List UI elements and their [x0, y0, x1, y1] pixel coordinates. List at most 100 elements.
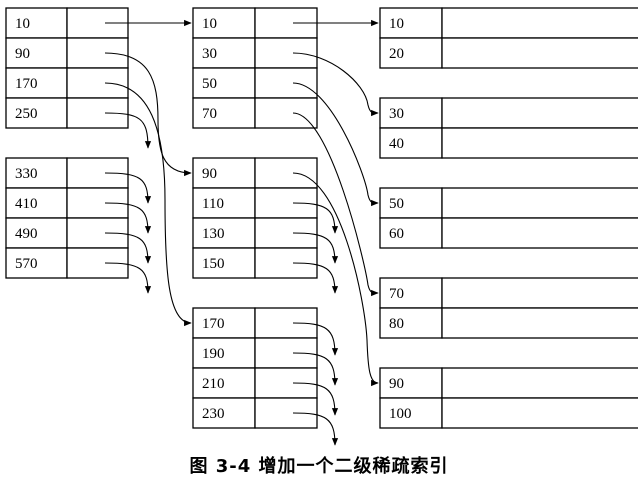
second-level-index-key-label: 250	[15, 106, 38, 122]
second-level-index-pointer-cell	[66, 67, 129, 99]
data-file-pointer-cell	[441, 307, 638, 339]
second-level-index-key-label: 170	[15, 76, 38, 92]
second-level-index-key-label: 410	[15, 196, 38, 212]
first-level-index-pointer-cell	[254, 337, 318, 369]
pointer-arrow	[292, 262, 339, 294]
first-level-index-row: 130	[192, 217, 318, 249]
data-file-key-cell	[379, 277, 443, 309]
data-file-pointer-cell	[441, 127, 638, 159]
first-level-index-pointer-cell	[254, 307, 318, 339]
pointer-arrow	[292, 202, 339, 234]
first-level-index-row: 150	[192, 247, 318, 279]
second-level-index-row: 10	[5, 7, 129, 39]
first-level-index-pointer-cell	[254, 217, 318, 249]
first-level-index-key-label: 70	[202, 106, 217, 122]
data-file-key-cell	[379, 367, 443, 399]
pointer-arrow	[292, 112, 379, 297]
data-file-pointer-cell	[441, 277, 638, 309]
first-level-index-key-label: 30	[202, 46, 217, 62]
second-level-index-key-label: 90	[15, 46, 30, 62]
first-level-index-key-cell	[192, 37, 256, 69]
data-file-key-cell	[379, 97, 443, 129]
first-level-index-row: 30	[192, 37, 318, 69]
first-level-index-key-cell	[192, 7, 256, 39]
first-level-index-key-label: 190	[202, 346, 225, 362]
data-file-key-label: 60	[389, 226, 404, 242]
data-file-row: 90	[379, 367, 638, 399]
first-level-index-key-label: 110	[202, 196, 224, 212]
first-level-index-pointer-cell	[254, 67, 318, 99]
data-file-key-label: 10	[389, 16, 404, 32]
data-file-row: 50	[379, 187, 638, 219]
data-file-row: 30	[379, 97, 638, 129]
data-file-key-cell	[379, 127, 443, 159]
first-level-index-key-label: 130	[202, 226, 225, 242]
first-level-index-pointer-cell	[254, 187, 318, 219]
second-level-index-key-label: 330	[15, 166, 38, 182]
first-level-index-key-label: 150	[202, 256, 225, 272]
data-file-row: 40	[379, 127, 638, 159]
second-level-index-key-label: 10	[15, 16, 30, 32]
first-level-index-row: 190	[192, 337, 318, 369]
data-file-row: 80	[379, 307, 638, 339]
data-file-key-label: 90	[389, 376, 404, 392]
pointer-arrow	[292, 382, 339, 416]
first-level-index-pointer-cell	[254, 97, 318, 129]
first-level-index-key-label: 230	[202, 406, 225, 422]
data-file-row: 20	[379, 37, 638, 69]
data-file-row: 60	[379, 217, 638, 249]
first-level-index-row: 230	[192, 397, 318, 429]
figure-caption: 图 3-4 增加一个二级稀疏索引	[189, 456, 449, 477]
data-file-pointer-cell	[441, 397, 638, 429]
first-level-index-key-label: 90	[202, 166, 217, 182]
first-level-index-pointer-cell	[254, 397, 318, 429]
first-level-index-key-cell	[192, 217, 256, 249]
pointer-arrow	[292, 352, 339, 386]
data-file-pointer-cell	[441, 97, 638, 129]
data-file-key-cell	[379, 397, 443, 429]
first-level-index-row: 90	[192, 157, 318, 189]
first-level-index-pointer-cell	[254, 367, 318, 399]
data-file-row: 70	[379, 277, 638, 309]
pointer-arrow	[104, 82, 192, 327]
data-file-pointer-cell	[441, 187, 638, 219]
pointer-arrow	[104, 262, 152, 294]
pointer-arrow	[292, 322, 339, 356]
second-level-index-key-label: 490	[15, 226, 38, 242]
first-level-index-row: 50	[192, 67, 318, 99]
pointer-arrow	[292, 52, 379, 117]
first-level-index-row: 10	[192, 7, 318, 39]
first-level-index-key-label: 10	[202, 16, 217, 32]
pointer-arrow	[104, 232, 152, 264]
second-level-index-key-cell	[5, 97, 68, 129]
data-file-key-label: 70	[389, 286, 404, 302]
second-level-index-row: 170	[5, 67, 129, 99]
data-file-key-cell	[379, 7, 443, 39]
first-level-index-pointer-cell	[254, 247, 318, 279]
second-level-index-key-cell	[5, 247, 68, 279]
pointer-arrow	[104, 52, 192, 177]
second-level-index-key-cell	[5, 187, 68, 219]
first-level-index-key-cell	[192, 67, 256, 99]
second-level-index-pointer-cell	[66, 37, 129, 69]
data-file-key-label: 80	[389, 316, 404, 332]
data-file-pointer-cell	[441, 367, 638, 399]
pointer-arrow	[104, 202, 152, 234]
data-file-key-label: 30	[389, 106, 404, 122]
data-file-key-label: 40	[389, 136, 404, 152]
second-level-index-key-label: 570	[15, 256, 38, 272]
first-level-index-key-cell	[192, 157, 256, 189]
first-level-index-key-cell	[192, 397, 256, 429]
data-file-row: 10	[379, 7, 638, 39]
first-level-index-key-label: 210	[202, 376, 225, 392]
data-file-key-label: 20	[389, 46, 404, 62]
first-level-index-key-label: 50	[202, 76, 217, 92]
pointer-arrow	[292, 412, 339, 446]
data-file-key-label: 50	[389, 196, 404, 212]
first-level-index-key-cell	[192, 247, 256, 279]
pointer-arrow	[104, 112, 152, 149]
pointer-arrow	[292, 232, 339, 264]
data-file-pointer-cell	[441, 7, 638, 39]
pointer-arrow	[104, 172, 152, 204]
